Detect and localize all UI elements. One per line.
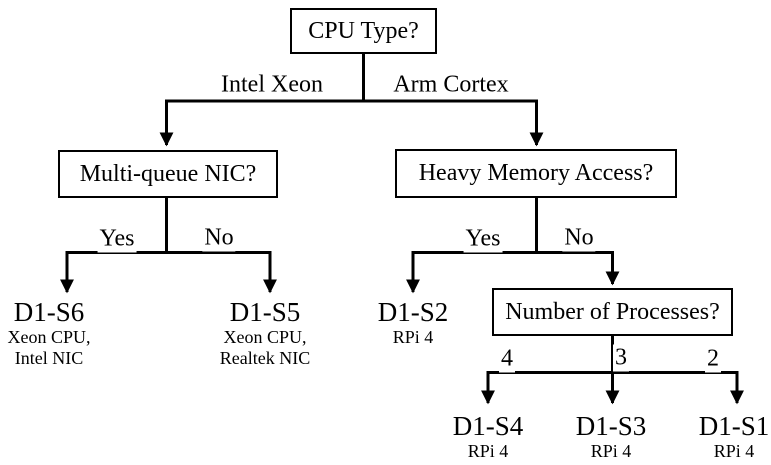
edge-label-processes-2: 2	[705, 345, 721, 373]
edge-label-processes-4: 4	[499, 345, 515, 373]
edge-root-to-heavy-memory	[362, 54, 544, 147]
leaf-sub-line: RPi 4	[392, 327, 434, 347]
leaf-sub-line: RPi 4	[467, 441, 509, 461]
decision-node-number-of-processes: Number of Processes?	[492, 288, 733, 336]
leaf-label: D1-S6	[13, 297, 85, 327]
leaf-node-d1-s6: D1-S6 Xeon CPU, Intel NIC	[7, 297, 90, 369]
leaf-sub-line: RPi 4	[713, 441, 755, 461]
edge-label-intel-xeon: Intel Xeon	[219, 71, 325, 99]
decision-node-cpu-type: CPU Type?	[290, 8, 437, 54]
leaf-label: D1-S5	[229, 297, 301, 327]
leaf-sub-line: Xeon CPU,	[7, 327, 91, 347]
edge-multi-queue-no-to-d1-s5	[165, 198, 277, 294]
leaf-label: D1-S4	[452, 411, 524, 441]
leaf-sub-line: Intel NIC	[14, 348, 84, 368]
edge-label-heavy-memory-yes: Yes	[463, 225, 503, 253]
edge-root-to-multi-queue	[159, 54, 365, 147]
leaf-sub-line: RPi 4	[590, 441, 632, 461]
leaf-label: D1-S2	[377, 297, 449, 327]
edge-label-heavy-memory-no: No	[562, 224, 596, 252]
edge-heavy-memory-no-to-num-processes	[535, 198, 620, 286]
edge-label-processes-3: 3	[613, 344, 629, 372]
decision-node-label: CPU Type?	[308, 17, 419, 44]
edge-num-processes-2-to-d1-s1	[611, 336, 744, 405]
leaf-node-d1-s3: D1-S3 RPi 4	[576, 411, 647, 462]
leaf-node-d1-s1: D1-S1 RPi 4	[699, 411, 770, 462]
edge-label-multi-queue-yes: Yes	[97, 225, 137, 253]
leaf-label: D1-S3	[575, 411, 647, 441]
leaf-node-d1-s5: D1-S5 Xeon CPU, Realtek NIC	[220, 297, 310, 369]
edge-label-multi-queue-no: No	[202, 224, 236, 252]
decision-node-heavy-memory-access: Heavy Memory Access?	[395, 149, 677, 198]
leaf-label: D1-S1	[698, 411, 770, 441]
decision-node-multi-queue-nic: Multi-queue NIC?	[58, 150, 278, 198]
leaf-node-d1-s4: D1-S4 RPi 4	[453, 411, 524, 462]
edge-label-arm-cortex: Arm Cortex	[391, 71, 511, 99]
leaf-sub-line: Realtek NIC	[219, 348, 311, 368]
leaf-sub-line: Xeon CPU,	[223, 327, 307, 347]
decision-node-label: Multi-queue NIC?	[79, 160, 257, 187]
leaf-node-d1-s2: D1-S2 RPi 4	[378, 297, 449, 348]
decision-node-label: Heavy Memory Access?	[418, 160, 654, 186]
decision-node-label: Number of Processes?	[505, 298, 720, 325]
